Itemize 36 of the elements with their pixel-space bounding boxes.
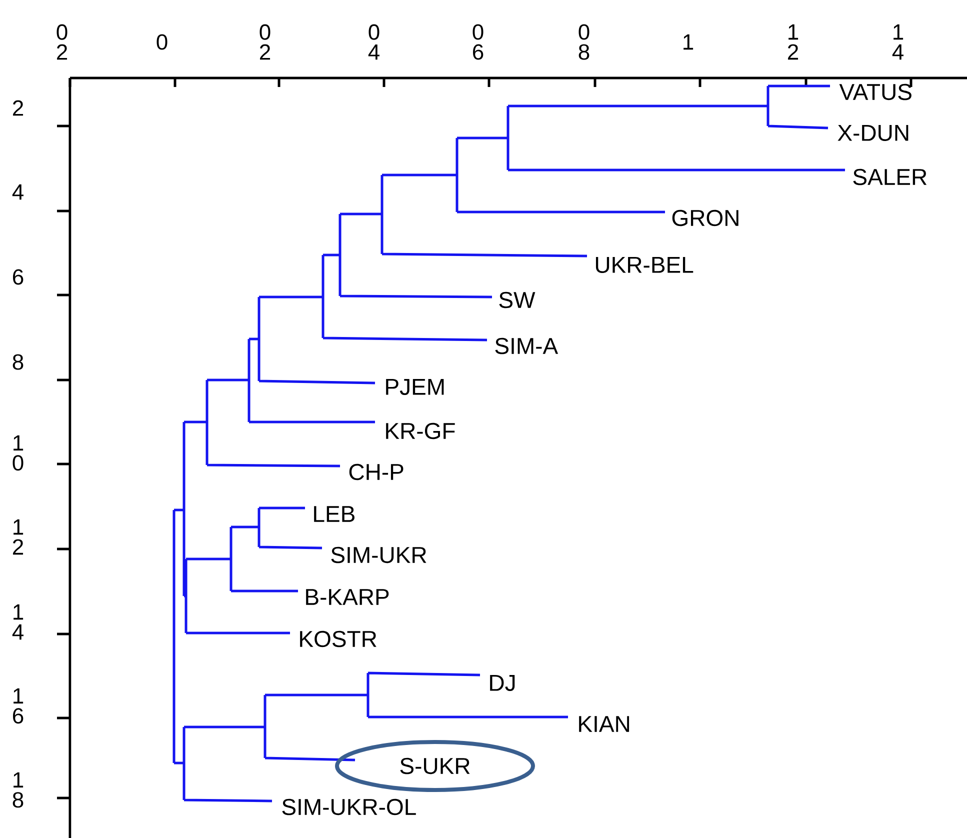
leaf-label: VATUS [839, 84, 912, 100]
tick-label: 8 [12, 354, 24, 370]
leaf-label: KR-GF [386, 422, 455, 440]
tick-label: 1 0 [12, 435, 24, 471]
leaf-label: CH-P [349, 464, 404, 480]
tick-label: 1 4 [12, 604, 24, 640]
tick-label: 1 8 [12, 772, 24, 808]
leaf-label: KOSTR [300, 630, 376, 648]
tick-label: 4 [12, 184, 24, 200]
leaf-label: PJEM [386, 378, 444, 396]
tick-label: 1 2 [788, 24, 798, 60]
tick-label: 0 [156, 34, 168, 50]
leaf-label: X-DUN [838, 124, 908, 142]
leaf-label: KIAN [579, 716, 630, 732]
leaf-label: SIM-UKR-OL [282, 798, 416, 816]
tick-label: 0 4 [368, 24, 380, 60]
leaf-label: SIM-UKR [331, 546, 426, 564]
leaf-label: SW [499, 292, 536, 308]
tick-label: 1 4 [892, 24, 904, 60]
tick-label: 0 8 [578, 24, 590, 60]
leaf-label: GRON [672, 210, 738, 226]
leaf-label: B-KARP [306, 589, 389, 605]
leaf-label: SIM-A [495, 338, 558, 354]
tick-label: 0 2 [260, 24, 270, 60]
circled-label: S-UKR [335, 740, 535, 792]
tick-label: 2 [13, 100, 24, 116]
tick-label: 0 2 [56, 24, 68, 60]
tick-label: 0 6 [472, 24, 484, 60]
tick-label: 1 6 [13, 688, 24, 724]
tick-label: 1 2 [13, 519, 24, 555]
leaf-label: UKR-BEL [596, 256, 694, 274]
leaf-label: DJ [490, 674, 515, 692]
tick-label: 6 [13, 269, 24, 285]
leaf-label: LEB [314, 506, 354, 522]
tick-label: 1 [684, 34, 694, 50]
leaf-label: SALER [853, 168, 927, 186]
